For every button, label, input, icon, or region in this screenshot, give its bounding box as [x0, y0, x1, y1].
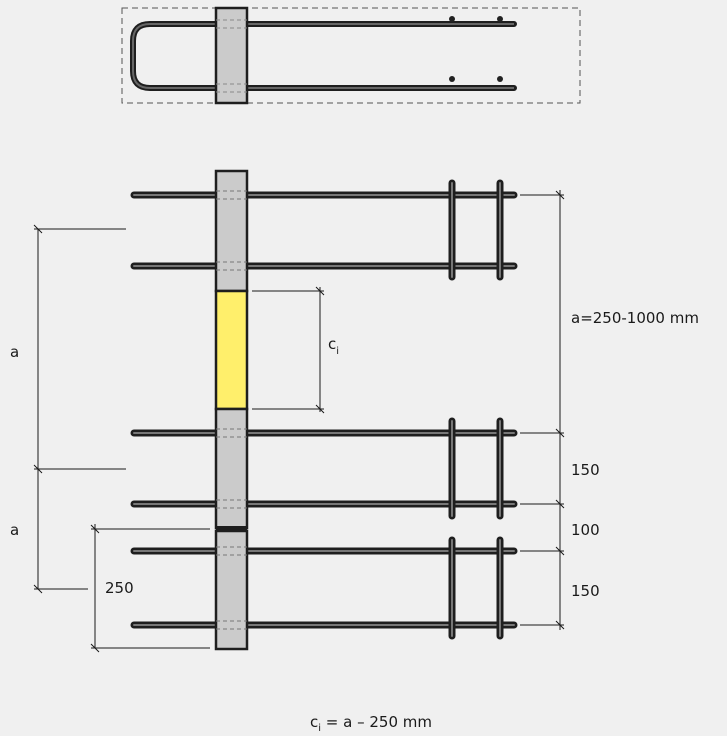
formula: ci = a – 250 mm — [310, 713, 432, 734]
stirrup-group-3 — [448, 536, 504, 640]
top-view-dot — [497, 16, 503, 22]
block-bottom — [214, 529, 249, 651]
label-ci: ci — [328, 335, 339, 357]
label-a-lower: a — [10, 521, 19, 539]
top-view-block — [214, 6, 249, 105]
top-view-dot — [449, 16, 455, 22]
label-100: 100 — [571, 521, 600, 539]
label-range: a=250-1000 mm — [571, 309, 699, 327]
label-a-upper: a — [10, 343, 19, 361]
block-joint — [216, 526, 247, 531]
top-view-u-bar — [130, 21, 517, 91]
blocks — [214, 169, 249, 651]
stirrup-group-2 — [448, 417, 504, 520]
top-view-outline — [121, 7, 581, 104]
top-view — [121, 6, 581, 105]
labels: a a 250 ci a=250-1000 mm 150 100 150 ci … — [10, 309, 699, 734]
block-top — [214, 169, 249, 293]
stirrups — [448, 179, 504, 640]
label-150-bottom: 150 — [571, 582, 600, 600]
label-150-top: 150 — [571, 461, 600, 479]
dimension-lines — [33, 190, 565, 653]
bars — [130, 191, 518, 629]
label-250: 250 — [105, 579, 134, 597]
stirrup-group-1 — [448, 179, 504, 281]
top-view-dot — [497, 76, 503, 82]
top-view-dot — [449, 76, 455, 82]
block-middle — [214, 407, 249, 530]
filler-yellow — [214, 289, 249, 411]
